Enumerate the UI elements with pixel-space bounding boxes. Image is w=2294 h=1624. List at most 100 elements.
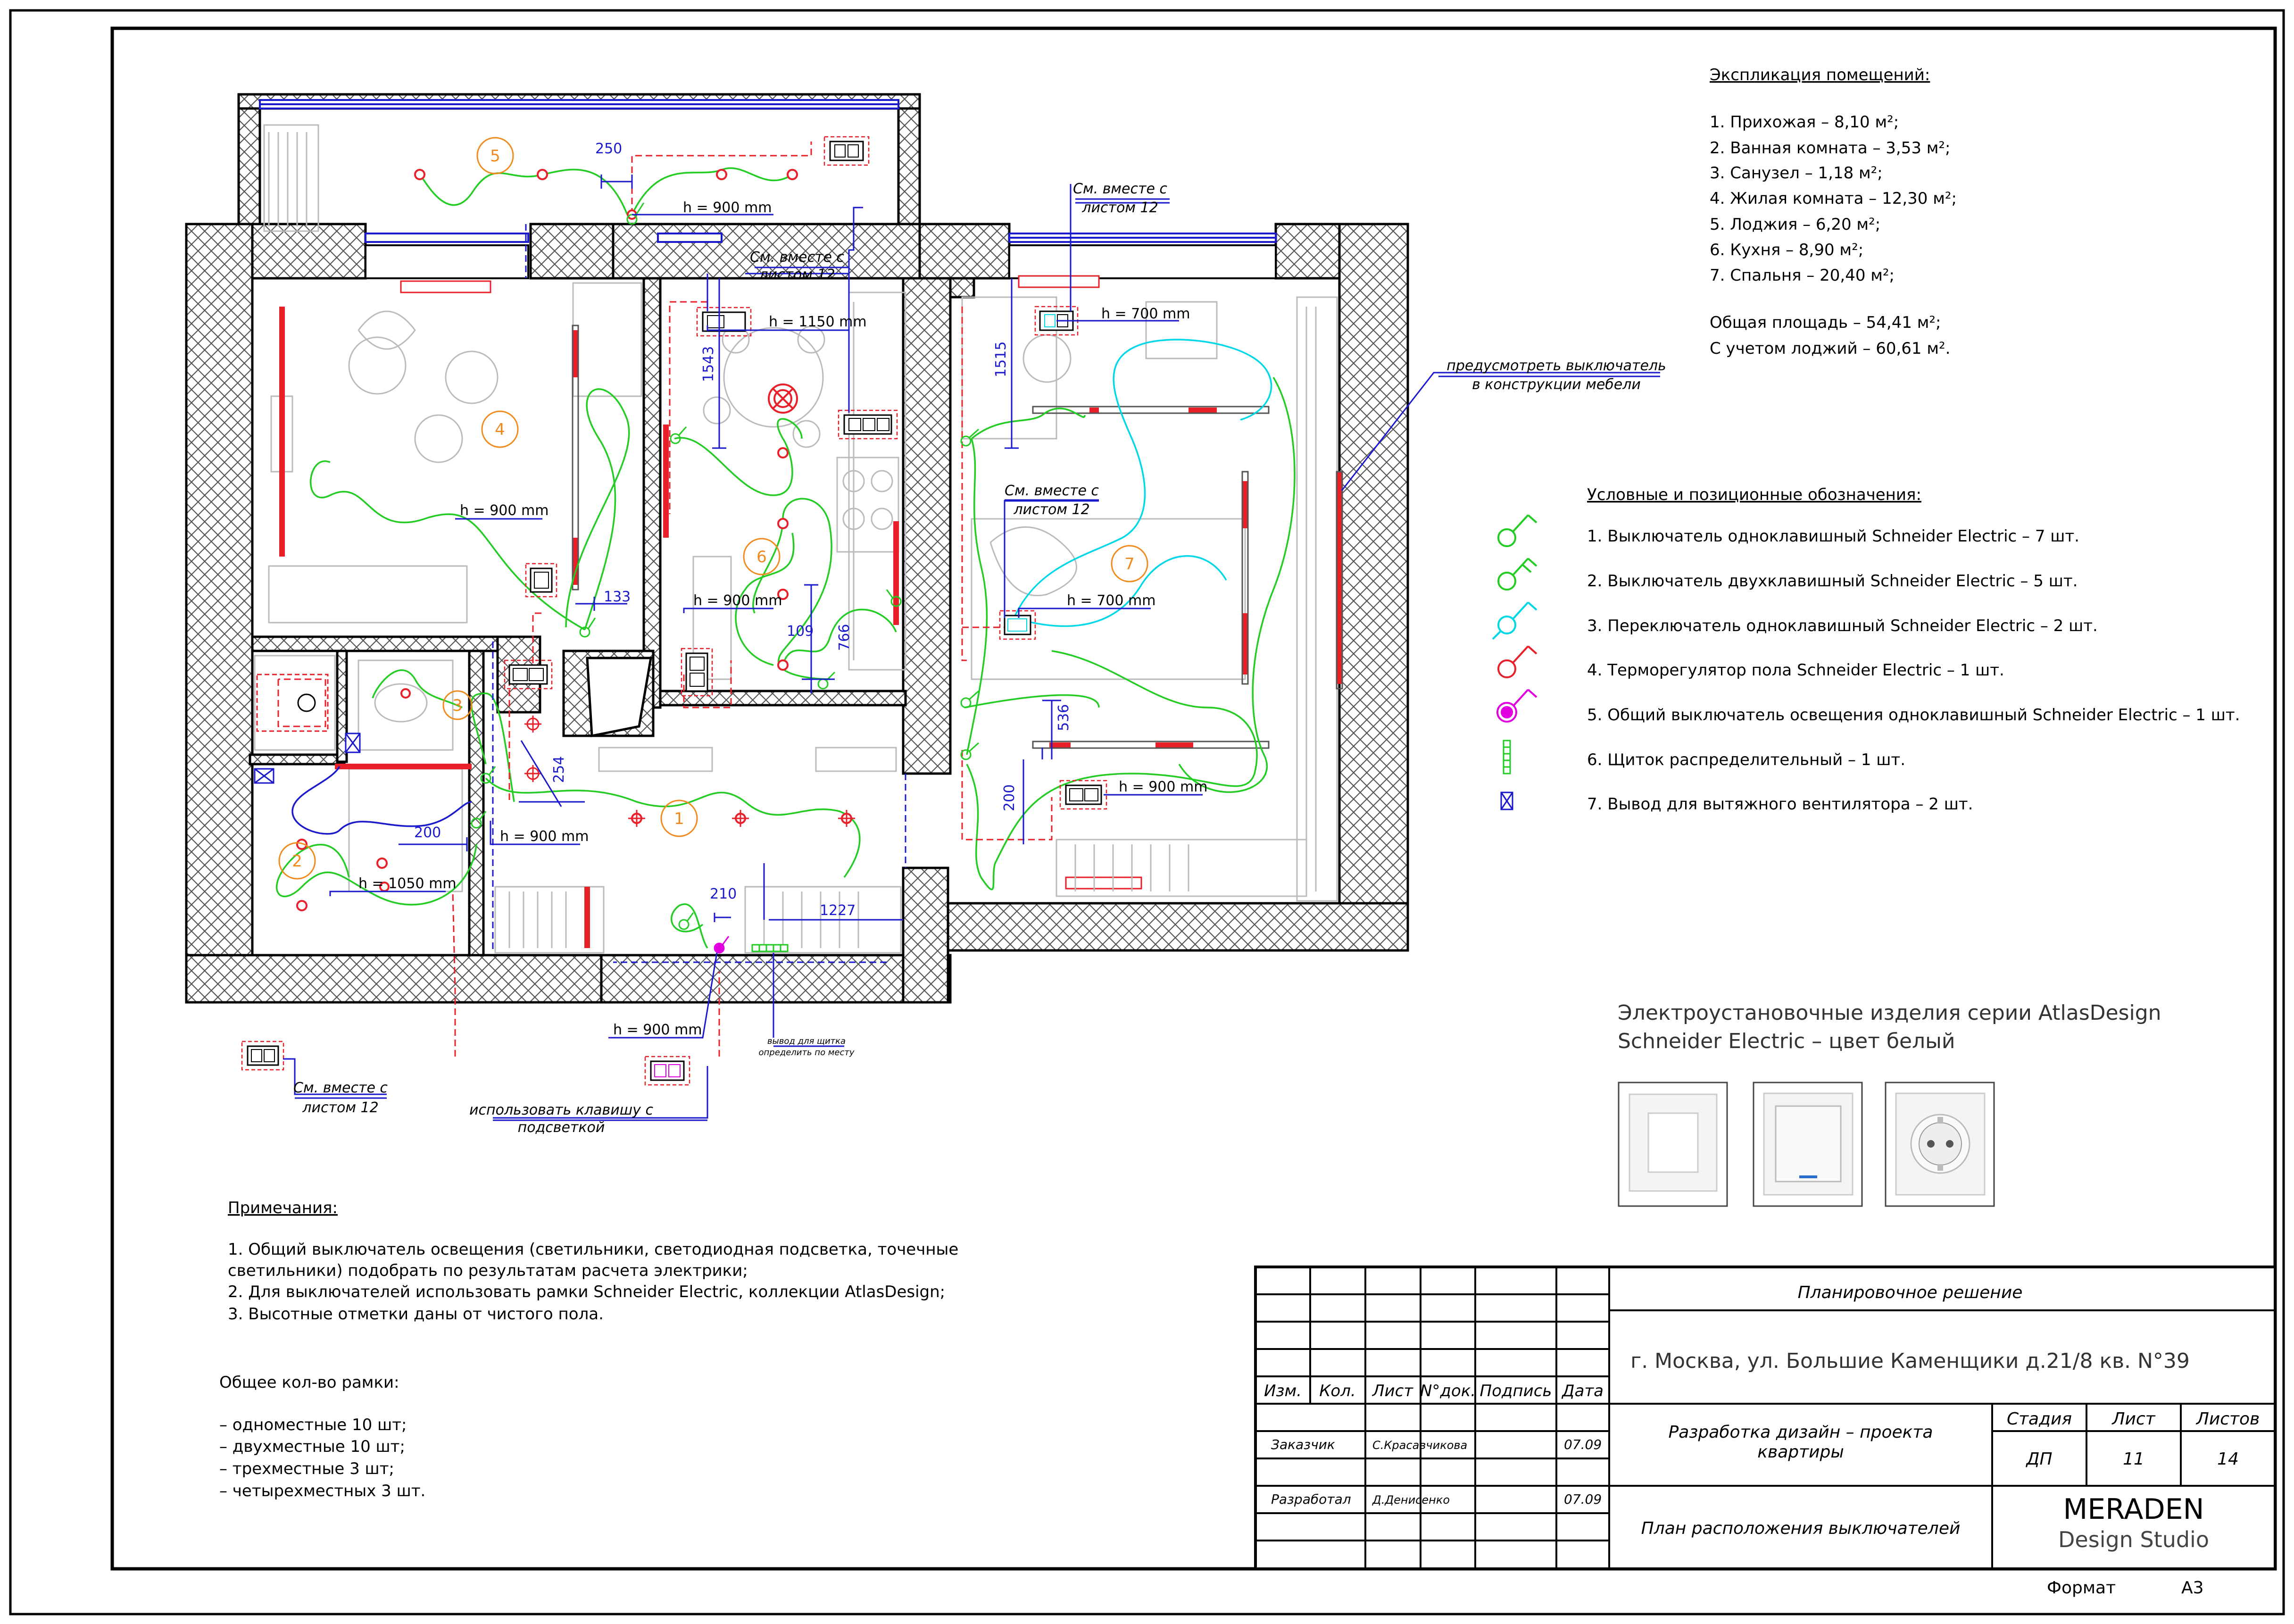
height-label: h = 700 mm <box>1101 306 1190 322</box>
legend-item: 3. Переключатель одноклавишный Schneider… <box>1587 616 2098 635</box>
sheets-label: Листов <box>2195 1409 2260 1429</box>
thermostat-box <box>256 674 329 732</box>
note-line: 3. Высотные отметки даны от чистого пола… <box>228 1305 604 1324</box>
frame-icon <box>1618 1082 1728 1207</box>
socket-icon <box>1885 1082 1995 1207</box>
legend-item: 4. Терморегулятор пола Schneider Electri… <box>1587 661 2004 680</box>
callout-see-sheet: листом 12 <box>302 1099 378 1116</box>
callout-see-sheet: См. вместе с <box>293 1080 388 1096</box>
title-header: Лист <box>1371 1382 1413 1400</box>
format-value: А3 <box>2181 1578 2204 1598</box>
legend-item: 2. Выключатель двухклавишный Schneider E… <box>1587 572 2078 591</box>
inner-frame <box>110 26 2277 1571</box>
project-title: Разработка дизайн – проекта <box>1669 1423 1933 1442</box>
stage-label: Стадия <box>2007 1409 2072 1429</box>
callout-panel: вывод для щитка <box>767 1036 846 1046</box>
dimension-lines <box>399 175 1061 922</box>
legend-item: 1. Выключатель одноклавишный Schneider E… <box>1587 527 2079 546</box>
height-label: h = 900 mm <box>460 502 549 519</box>
title-block: Изм. Кол. Лист N°док. Подпись Дата Заказ… <box>1254 1266 2277 1598</box>
walls <box>185 93 1409 1004</box>
title-header: Дата <box>1561 1382 1604 1400</box>
callout-see-sheet: листом 12 <box>1013 501 1089 518</box>
height-label: h = 1150 mm <box>769 314 867 330</box>
frames-line: – четырехместных 3 шт. <box>219 1482 425 1500</box>
customer-date: 07.09 <box>1564 1437 1602 1452</box>
room-number-4: 4 <box>495 420 505 439</box>
title-header: N°док. <box>1420 1382 1476 1400</box>
dimension-value: 766 <box>836 624 853 651</box>
room-number-6: 6 <box>756 548 767 566</box>
callout-furniture-switch: предусмотреть выключатель <box>1446 358 1666 374</box>
room-number-3: 3 <box>452 696 463 715</box>
dimension-value: 254 <box>551 756 567 783</box>
height-label: h = 1050 mm <box>358 875 457 892</box>
legend-title: Условные и позиционные обозначения: <box>1587 485 1921 504</box>
title-header: Подпись <box>1480 1382 1552 1400</box>
legend-item: 7. Вывод для вытяжного вентилятора – 2 ш… <box>1587 795 1973 814</box>
height-label: h = 900 mm <box>613 1022 702 1038</box>
room-number-2: 2 <box>292 852 302 871</box>
fan-outlets <box>254 733 361 784</box>
stage-value: ДП <box>2025 1449 2052 1469</box>
explication-block: Экспликация помещений: 1. Прихожая – 8,1… <box>1710 66 1957 358</box>
dimension-value: 200 <box>1001 784 1018 811</box>
windows <box>259 99 1277 243</box>
distribution-board-icon <box>1503 740 1511 775</box>
wiring-dashed-blue <box>492 224 906 963</box>
products-caption: Электроустановочные изделия серии AtlasD… <box>1618 1001 2161 1025</box>
notes-title: Примечания: <box>228 1199 338 1217</box>
callout-see-sheet: листом 12 <box>1081 200 1158 216</box>
frames-title: Общее кол-во рамки: <box>219 1373 399 1392</box>
window-sills <box>365 244 1277 279</box>
dimension-value: 250 <box>595 141 622 157</box>
switch-symbols <box>471 202 980 954</box>
outer-frame <box>9 9 2285 1616</box>
customer-name: С.Красавчикова <box>1372 1439 1467 1452</box>
room-number-circles <box>278 137 1148 880</box>
company-subtitle: Design Studio <box>2058 1527 2209 1552</box>
total-area: Общая площадь – 54,41 м²; <box>1710 313 1941 332</box>
room-entry: 4. Жилая комната – 12,30 м²; <box>1710 189 1957 208</box>
room-entry: 2. Ванная комната – 3,53 м²; <box>1710 139 1951 158</box>
wiring-dashed <box>277 142 1053 1057</box>
products-block: Электроустановочные изделия серии AtlasD… <box>1618 1001 2161 1207</box>
company-name: MERADEN <box>2063 1493 2204 1526</box>
height-label: h = 900 mm <box>500 828 589 845</box>
height-label: h = 900 mm <box>1119 779 1207 795</box>
fan-outlet-icon <box>1500 791 1513 810</box>
room-number-7: 7 <box>1124 555 1135 574</box>
room-entry: 5. Лоджия – 6,20 м²; <box>1710 215 1880 234</box>
title-header: Кол. <box>1319 1382 1355 1400</box>
wiring-cyan <box>1013 339 1272 627</box>
dimension-value: 210 <box>710 886 737 902</box>
products-caption: Schneider Electric – цвет белый <box>1618 1029 1955 1053</box>
radiators <box>400 275 1142 890</box>
thermostat-symbol <box>297 693 316 712</box>
callout-backlight-key: использовать клавишу с <box>469 1102 653 1118</box>
sheets-value: 14 <box>2217 1449 2239 1469</box>
switch-icon <box>1753 1082 1863 1207</box>
light-markers <box>524 716 855 827</box>
room-number-1: 1 <box>674 809 684 828</box>
sheet-label: Лист <box>2111 1409 2155 1429</box>
led-strip-outlines <box>572 325 1343 749</box>
dimension-value: 1543 <box>700 346 717 382</box>
callout-see-sheet: См. вместе с <box>750 249 844 266</box>
height-label: h = 900 mm <box>693 592 782 609</box>
legend-item: 6. Щиток распределительный – 1 шт. <box>1587 750 1905 769</box>
note-line: 2. Для выключателей использовать рамки S… <box>228 1283 945 1301</box>
callout-underlines <box>295 198 1660 1121</box>
dimension-value: 1227 <box>820 902 856 919</box>
room-entry: 1. Прихожая – 8,10 м²; <box>1710 113 1899 132</box>
dimension-value: 536 <box>1056 704 1072 731</box>
developer-name: Д.Денисенко <box>1372 1493 1450 1507</box>
callout-furniture-switch: в конструкции мебели <box>1472 376 1641 393</box>
title-header: Изм. <box>1264 1382 1302 1400</box>
sheet-title: План расположения выключателей <box>1641 1519 1961 1538</box>
kitchen-chandelier <box>768 383 798 414</box>
notes-block: Примечания: 1. Общий выключатель освещен… <box>219 1199 958 1500</box>
double-switch-icon <box>1497 558 1538 591</box>
changeover-switch-icon <box>1492 601 1538 640</box>
